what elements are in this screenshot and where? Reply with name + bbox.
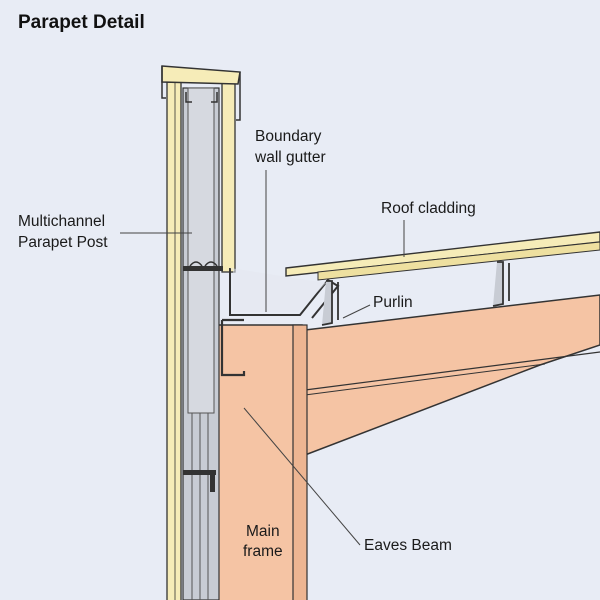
parapet-capping bbox=[161, 65, 241, 85]
parapet-post-label-line2: Parapet Post bbox=[18, 234, 108, 251]
mid-bracket-plate bbox=[183, 266, 223, 271]
boundary-gutter-label-line2: wall gutter bbox=[255, 149, 326, 166]
purlin-leader bbox=[342, 304, 371, 319]
boundary-wall-gutter bbox=[229, 268, 340, 319]
lower-bracket-leg bbox=[210, 470, 215, 492]
main-frame-label-line1: Main bbox=[246, 523, 280, 540]
eaves-beam-leader bbox=[243, 407, 361, 546]
purlin bbox=[492, 261, 510, 307]
eaves-beam bbox=[304, 294, 600, 457]
lower-bracket-plate bbox=[183, 470, 216, 475]
main-frame-column-side bbox=[292, 324, 308, 600]
top-bracket bbox=[211, 92, 218, 103]
roof-cladding-underside bbox=[317, 241, 600, 281]
diagram-title: Parapet Detail bbox=[18, 12, 145, 33]
top-bracket bbox=[185, 92, 192, 103]
purlin-label: Purlin bbox=[373, 294, 413, 311]
boundary-gutter-label-line1: Boundary bbox=[255, 128, 322, 145]
purlin bbox=[321, 280, 339, 326]
eaves-beam-flange-line bbox=[304, 351, 600, 391]
eaves-beam-haunch-line bbox=[304, 363, 546, 396]
roof-cladding-label: Roof cladding bbox=[381, 200, 476, 217]
capping-return-right bbox=[236, 72, 241, 121]
inner-parapet-cladding bbox=[221, 81, 236, 273]
parapet-post-label-line1: Multichannel bbox=[18, 213, 106, 230]
eaves-purlin bbox=[220, 318, 246, 377]
main-frame-label-line2: frame bbox=[243, 543, 283, 560]
capping-return-left bbox=[161, 66, 166, 99]
roof-cladding bbox=[285, 231, 600, 277]
gutter-body bbox=[230, 268, 326, 312]
main-frame-column bbox=[215, 324, 303, 600]
eaves-beam-label: Eaves Beam bbox=[364, 537, 452, 554]
outer-wall-cladding bbox=[166, 81, 182, 600]
parapet-post-back-channel bbox=[187, 87, 215, 414]
mid-bracket-clip bbox=[189, 261, 218, 267]
